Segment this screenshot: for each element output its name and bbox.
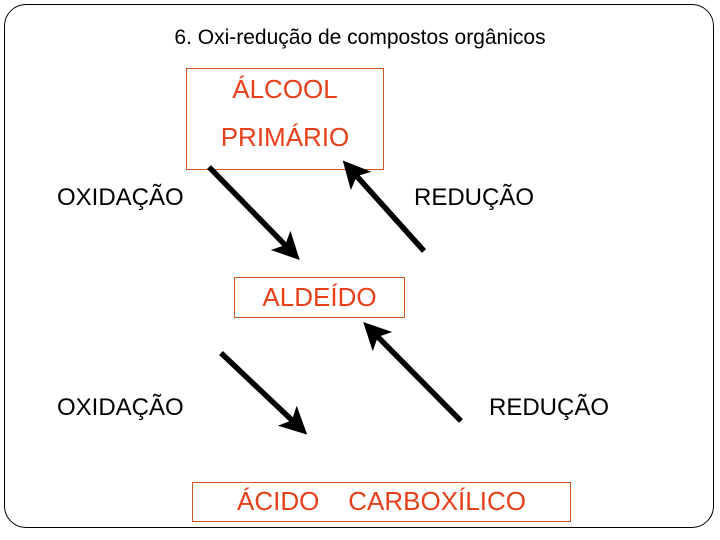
box-alcool-primario: ÁLCOOL PRIMÁRIO	[186, 68, 384, 170]
box-aldeido: ALDEÍDO	[234, 277, 405, 318]
box-acido-carboxilico: ÁCIDO CARBOXÍLICO	[192, 482, 571, 522]
reduction-arrow-bottom	[363, 322, 463, 423]
box-alcool-line1: ÁLCOOL	[232, 74, 338, 104]
oxidation-arrow-top	[207, 165, 300, 261]
label-oxidacao-top: OXIDAÇÃO	[57, 184, 184, 211]
box-alcool-line2: PRIMÁRIO	[220, 122, 350, 152]
oxidation-arrow-bottom	[219, 351, 308, 435]
label-reducao-bottom: REDUÇÃO	[489, 394, 610, 421]
label-oxidacao-bottom: OXIDAÇÃO	[57, 394, 184, 421]
label-reducao-top: REDUÇÃO	[414, 184, 535, 211]
page-title: 6. Oxi-redução de compostos orgânicos	[174, 26, 546, 49]
